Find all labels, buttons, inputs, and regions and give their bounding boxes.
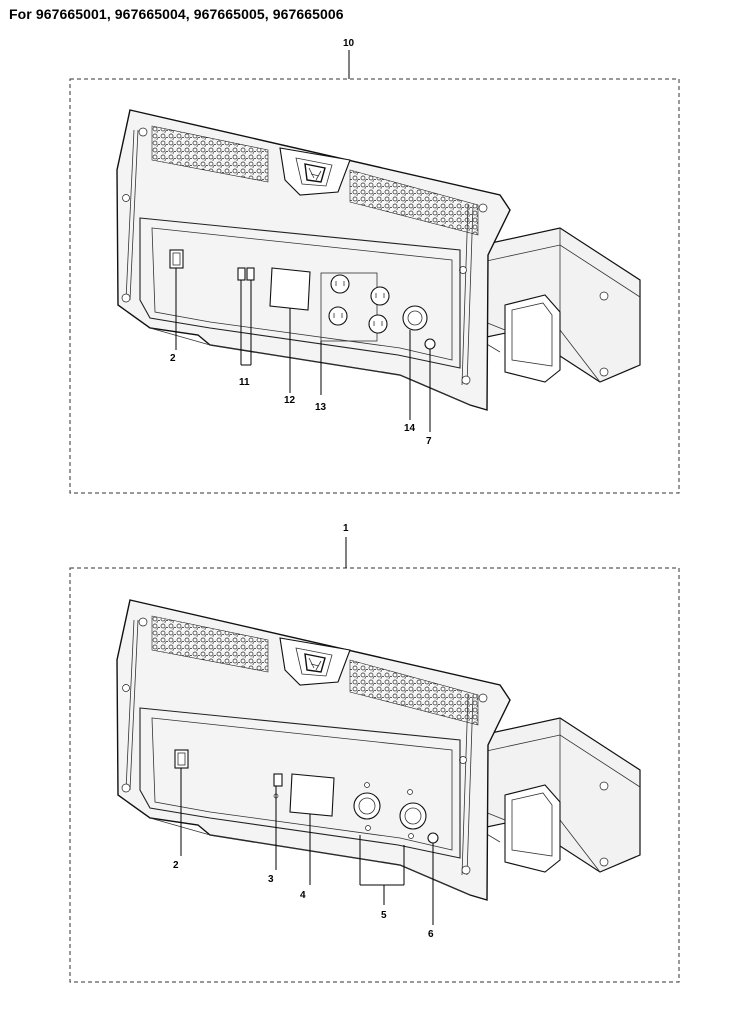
ground-terminal-part bbox=[424, 338, 436, 350]
assembly-number-upper: 10 bbox=[343, 38, 355, 49]
assembly-frame-upper bbox=[69, 78, 680, 494]
callout-upper-7: 7 bbox=[426, 436, 432, 447]
callout-lower-5: 5 bbox=[381, 910, 387, 921]
assembly-frame-lower bbox=[69, 567, 680, 983]
callout-upper-11: 11 bbox=[239, 377, 250, 388]
callout-upper-13: 13 bbox=[315, 402, 327, 413]
callout-upper-14: 14 bbox=[404, 423, 416, 434]
breaker-part bbox=[273, 773, 283, 787]
twist-lock-part bbox=[402, 305, 428, 331]
assembly-lower: 1 2 3 4 5 6 bbox=[69, 523, 680, 983]
page-title: For 967665001, 967665004, 967665005, 967… bbox=[9, 6, 344, 22]
ground-terminal-part bbox=[427, 832, 439, 844]
cover-plate-part bbox=[269, 267, 311, 311]
cover-plate-part bbox=[289, 773, 335, 817]
callout-lower-3: 3 bbox=[268, 874, 274, 885]
assembly-upper: 10 2 11 12 13 14 bbox=[69, 38, 680, 494]
assembly-number-lower: 1 bbox=[343, 523, 349, 534]
duplex-outlet-group bbox=[328, 274, 390, 334]
breaker-part bbox=[237, 267, 246, 281]
callout-lower-6: 6 bbox=[428, 929, 434, 940]
callout-lower-2: 2 bbox=[173, 860, 179, 871]
twist-lock-part bbox=[353, 792, 381, 820]
callout-upper-2: 2 bbox=[170, 353, 176, 364]
callout-upper-12: 12 bbox=[284, 395, 296, 406]
callout-lower-4: 4 bbox=[300, 890, 306, 901]
